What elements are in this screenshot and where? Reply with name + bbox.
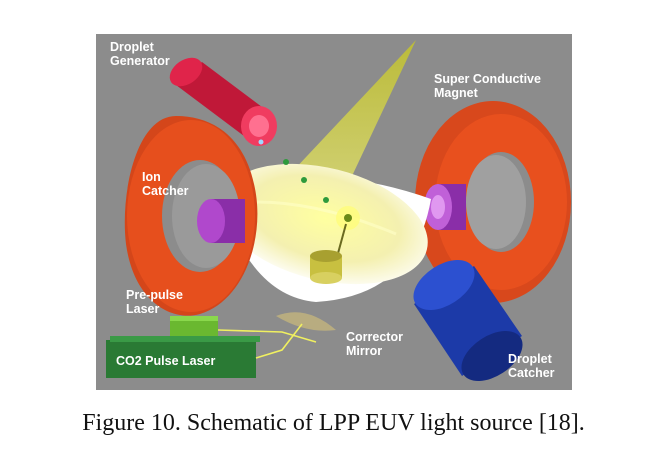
- magnet-ring-right: [415, 101, 571, 303]
- droplet-stream: [283, 159, 329, 203]
- label-corrector-mirror: Corrector Mirror: [346, 330, 403, 358]
- label-droplet-generator: Droplet Generator: [110, 40, 170, 68]
- lpp-euv-schematic: Droplet Generator Super Conductive Magne…: [96, 34, 572, 390]
- schematic-drawing: [106, 40, 571, 381]
- ion-catcher-left: [197, 199, 245, 243]
- plasma-point: [333, 206, 360, 269]
- euv-light-cone: [292, 40, 416, 176]
- label-co2-pulse-laser: CO2 Pulse Laser: [116, 354, 216, 368]
- central-cylinder: [310, 250, 342, 284]
- figure-caption: Figure 10. Schematic of LPP EUV light so…: [82, 410, 585, 436]
- corrector-mirror: [276, 312, 336, 331]
- label-pre-pulse-laser: Pre-pulse Laser: [126, 288, 183, 316]
- laser-beams: [217, 323, 317, 359]
- label-droplet-catcher: Droplet Catcher: [508, 352, 555, 380]
- ion-catcher-right: [424, 184, 466, 230]
- co2-pulse-laser: [106, 336, 260, 378]
- label-super-conductive-magnet: Super Conductive Magnet: [434, 72, 541, 100]
- label-ion-catcher: Ion Catcher: [142, 170, 189, 198]
- droplet-generator: [169, 57, 277, 146]
- pre-pulse-laser: [170, 316, 218, 340]
- droplet-catcher: [413, 260, 523, 381]
